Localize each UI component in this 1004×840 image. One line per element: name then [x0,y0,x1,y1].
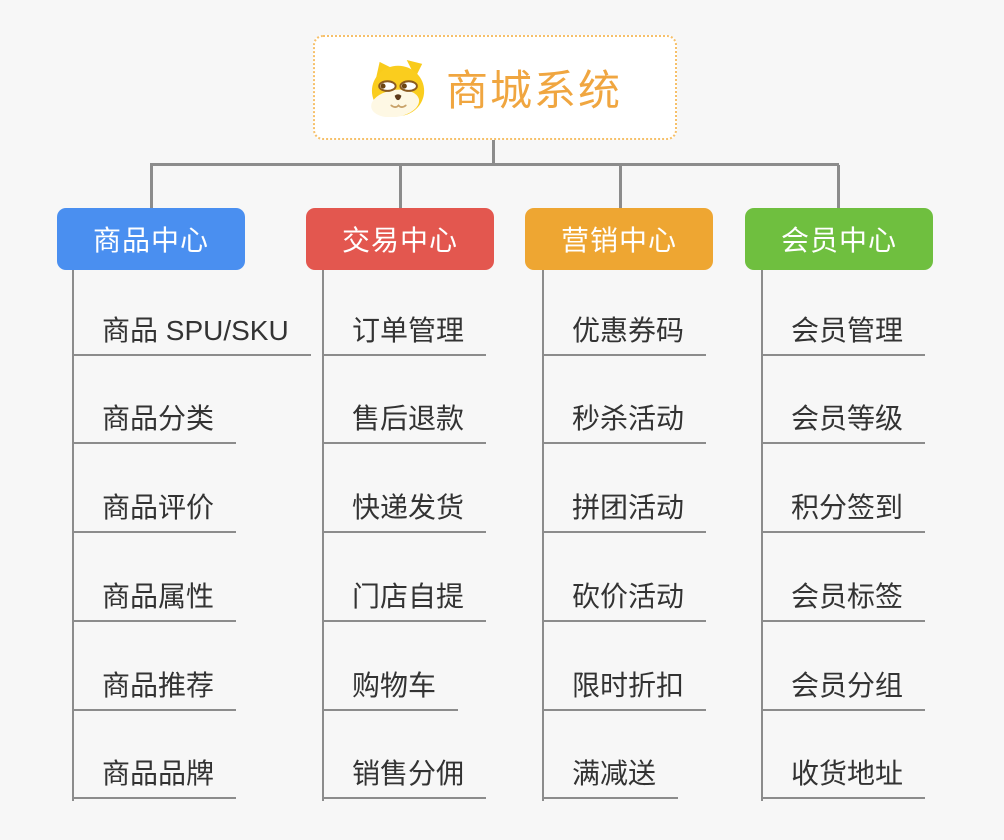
leaf-node[interactable]: 优惠券码 [542,310,707,356]
branch-node-products[interactable]: 商品中心 [57,208,245,270]
trunk-line [761,270,763,801]
branch-drop-line [619,165,622,209]
branch-drop-line [150,165,153,209]
leaf-node[interactable]: 销售分佣 [322,753,487,799]
root-node[interactable]: 商城系统 [313,35,677,140]
leaf-node[interactable]: 商品推荐 [72,665,237,711]
horizontal-connector-line [150,163,839,166]
leaf-node[interactable]: 售后退款 [322,398,487,444]
leaf-node[interactable]: 会员标签 [761,576,926,622]
trunk-line [72,270,74,801]
leaf-node[interactable]: 砍价活动 [542,576,707,622]
branch-drop-line [837,165,840,209]
leaf-node[interactable]: 满减送 [542,753,679,799]
leaf-node[interactable]: 商品 SPU/SKU [72,310,311,356]
leaf-node[interactable]: 门店自提 [322,576,487,622]
trunk-line [322,270,324,801]
leaf-node[interactable]: 会员分组 [761,665,926,711]
root-connector-line [492,140,495,166]
leaf-node[interactable]: 拼团活动 [542,487,707,533]
trunk-line [542,270,544,801]
dog-face-icon [368,59,430,117]
leaf-node[interactable]: 收货地址 [761,753,926,799]
branch-node-members[interactable]: 会员中心 [745,208,933,270]
branch-node-trade[interactable]: 交易中心 [306,208,494,270]
root-title: 商城系统 [445,67,622,114]
leaf-node[interactable]: 会员管理 [761,310,926,356]
leaf-node[interactable]: 商品品牌 [72,753,237,799]
leaf-node[interactable]: 商品评价 [72,487,237,533]
leaf-node[interactable]: 商品属性 [72,576,237,622]
leaf-node[interactable]: 快递发货 [322,487,487,533]
leaf-node[interactable]: 限时折扣 [542,665,707,711]
leaf-node[interactable]: 积分签到 [761,487,926,533]
branch-node-marketing[interactable]: 营销中心 [525,208,713,270]
leaf-node[interactable]: 商品分类 [72,398,237,444]
leaf-node[interactable]: 订单管理 [322,310,487,356]
leaf-node[interactable]: 会员等级 [761,398,926,444]
leaf-node[interactable]: 购物车 [322,665,459,711]
leaf-node[interactable]: 秒杀活动 [542,398,707,444]
branch-drop-line [399,165,402,209]
